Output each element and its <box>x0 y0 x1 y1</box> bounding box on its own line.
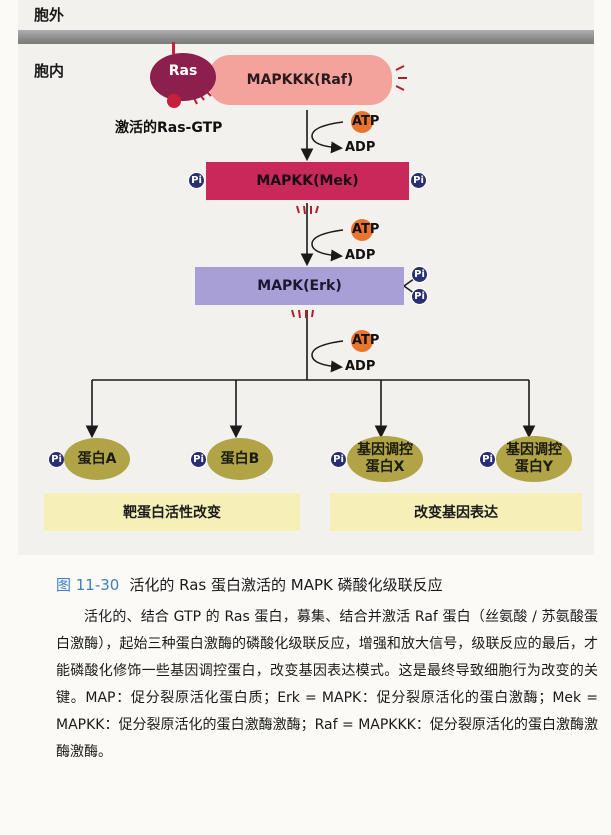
target-y-line1: 基因调控 <box>506 442 562 458</box>
atp-curve-3 <box>311 340 344 373</box>
pi-target-b: Pi <box>190 451 207 468</box>
pi-target-a: Pi <box>48 451 65 468</box>
active-ras-label: 激活的Ras-GTP <box>115 120 223 136</box>
erk-kinase: MAPK(Erk) <box>195 267 404 305</box>
pi-mek-left: Pi <box>188 172 205 189</box>
atp-circle-2 <box>351 219 373 241</box>
ras-membrane-anchor <box>172 42 175 54</box>
target-protein-x: 基因调控 蛋白X <box>347 436 423 482</box>
atp-curve-1 <box>311 121 344 154</box>
pi-erk-bottom: Pi <box>411 288 428 305</box>
target-a-label: 蛋白A <box>77 450 117 467</box>
ras-protein: Ras <box>150 53 216 101</box>
atp-label-2: ATP <box>352 222 380 237</box>
atp-circle-1 <box>351 111 373 133</box>
pi-erk-top: Pi <box>411 266 428 283</box>
caption-body: 活化的、结合 GTP 的 Ras 蛋白，募集、结合并激活 Raf 蛋白（丝氨酸 … <box>56 604 598 766</box>
band-gene-expression: 改变基因表达 <box>330 493 582 531</box>
activation-ticks-raf <box>395 65 407 91</box>
target-b-label: 蛋白B <box>220 450 260 467</box>
raf-kinase: MAPKKK(Raf) <box>208 55 392 105</box>
target-y-line2: 蛋白Y <box>514 459 554 475</box>
band-activity-change: 靶蛋白活性改变 <box>44 493 300 531</box>
atp-label-3: ATP <box>352 333 380 348</box>
atp-circle-3 <box>351 330 373 352</box>
atp-label-1: ATP <box>352 114 380 129</box>
figure-caption: 图 11-30 活化的 Ras 蛋白激活的 MAPK 磷酸化级联反应 <box>56 574 443 595</box>
cell-membrane <box>18 30 594 44</box>
adp-label-3: ADP <box>345 359 376 374</box>
target-protein-b: 蛋白B <box>207 438 273 480</box>
target-protein-y: 基因调控 蛋白Y <box>496 436 572 482</box>
pi-mek-right: Pi <box>410 172 427 189</box>
mek-kinase: MAPKK(Mek) <box>206 162 409 200</box>
pi-target-x: Pi <box>330 451 347 468</box>
caption-body-text: 活化的、结合 GTP 的 Ras 蛋白，募集、结合并激活 Raf 蛋白（丝氨酸 … <box>56 609 598 760</box>
figure-number: 图 11-30 <box>56 576 120 594</box>
outside-label: 胞外 <box>34 6 65 24</box>
target-x-line2: 蛋白X <box>365 459 405 475</box>
activation-ticks-erk <box>291 309 314 319</box>
adp-label-2: ADP <box>345 248 376 263</box>
figure-title: 活化的 Ras 蛋白激活的 MAPK 磷酸化级联反应 <box>129 576 443 594</box>
pi-target-y: Pi <box>479 451 496 468</box>
target-protein-a: 蛋白A <box>64 438 130 480</box>
adp-label-1: ADP <box>345 140 376 155</box>
target-x-line1: 基因调控 <box>357 442 413 458</box>
atp-curve-2 <box>311 229 344 262</box>
inside-label: 胞内 <box>34 62 65 80</box>
activation-ticks-mek <box>296 205 319 215</box>
gtp-dot <box>167 94 181 108</box>
